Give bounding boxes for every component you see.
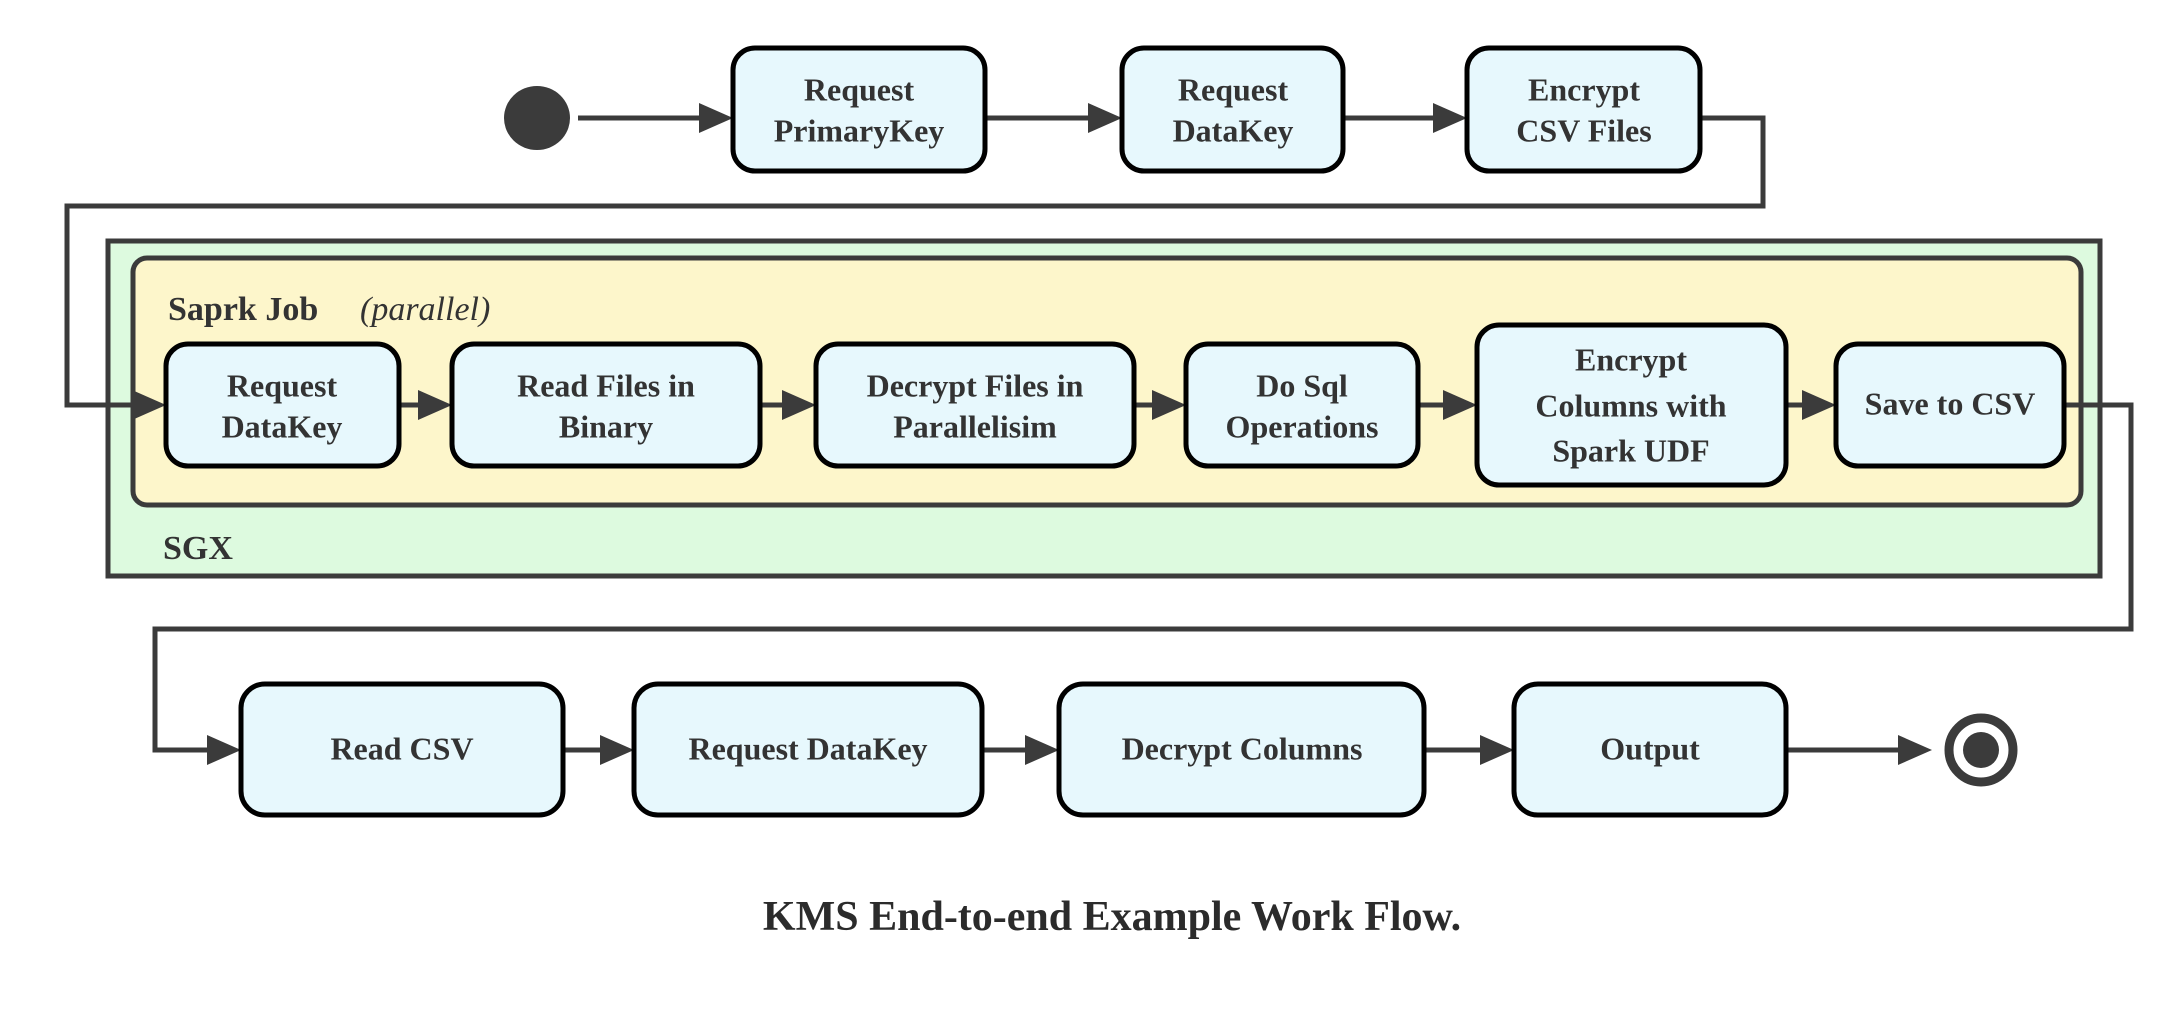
node-do-sql-operations-rect[interactable]: [1183, 341, 1421, 469]
node-read-csv-rect[interactable]: [238, 681, 566, 818]
end-node: [1944, 713, 2018, 787]
node-encrypt-columns-with-spark-udf-rect[interactable]: [1474, 322, 1789, 488]
node-request-datakey-top-line-2: DataKey: [1173, 112, 1294, 148]
node-encrypt-csv-files-line-2: CSV Files: [1516, 112, 1651, 148]
node-save-to-csv[interactable]: Save to CSV: [1833, 341, 2067, 469]
node-read-files-in-binary-line-2: Binary: [559, 408, 653, 444]
node-read-files-in-binary-rect[interactable]: [449, 341, 763, 469]
node-request-datakey-top-rect[interactable]: [1119, 45, 1346, 174]
node-read-files-in-binary-line-1: Read Files in: [517, 367, 695, 403]
arrowhead-decrypt-files-to-do-sql: [1152, 390, 1186, 420]
figure-caption: KMS End-to-end Example Work Flow.: [763, 894, 1461, 940]
node-request-datakey-bottom-rect[interactable]: [631, 681, 985, 818]
arrowhead-to-read-csv: [207, 735, 241, 765]
node-request-datakey-spark-line-2: DataKey: [222, 408, 343, 444]
arrowhead-to-spark-datakey: [132, 390, 166, 420]
node-request-datakey-spark[interactable]: Request DataKey: [163, 341, 402, 469]
node-request-primarykey-rect[interactable]: [730, 45, 988, 174]
node-decrypt-files-in-parallelisim[interactable]: Decrypt Files in Parallelisim: [813, 341, 1137, 469]
node-request-primarykey[interactable]: Request PrimaryKey: [730, 45, 988, 174]
arrowhead-read-files-to-decrypt-files: [782, 390, 816, 420]
node-read-files-in-binary[interactable]: Read Files in Binary: [449, 341, 763, 469]
arrowhead-read-csv-to-request-datakey: [600, 735, 634, 765]
edge-save-csv-to-read-csv: [152, 402, 2134, 753]
node-output-rect[interactable]: [1511, 681, 1789, 818]
node-output[interactable]: Output: [1511, 681, 1789, 818]
arrowhead-decrypt-columns-to-output: [1480, 735, 1514, 765]
node-encrypt-columns-with-spark-udf[interactable]: Encrypt Columns with Spark UDF: [1474, 322, 1789, 488]
arrowhead-request-datakey-to-decrypt-columns: [1025, 735, 1059, 765]
node-decrypt-columns[interactable]: Decrypt Columns: [1056, 681, 1427, 818]
spark-job-label-italic: (parallel): [360, 291, 490, 328]
end-node-ring: [1944, 713, 2018, 787]
node-output-line-1: Output: [1600, 730, 1700, 766]
node-decrypt-files-in-parallelisim-line-1: Decrypt Files in: [867, 367, 1084, 403]
edge-encrypt-csv-to-spark-datakey: [64, 115, 1766, 408]
node-read-csv[interactable]: Read CSV: [238, 681, 566, 818]
node-encrypt-columns-with-spark-udf-line-2: Columns with: [1535, 387, 1726, 423]
node-request-primarykey-line-1: Request: [804, 71, 915, 107]
arrowhead-do-sql-to-encrypt-columns: [1443, 390, 1477, 420]
end-node-dot: [1963, 732, 1999, 768]
node-do-sql-operations[interactable]: Do Sql Operations: [1183, 341, 1421, 469]
node-request-datakey-spark-line-1: Request: [227, 367, 338, 403]
node-request-datakey-bottom[interactable]: Request DataKey: [631, 681, 985, 818]
node-encrypt-columns-with-spark-udf-line-1: Encrypt: [1575, 341, 1687, 377]
node-decrypt-columns-rect[interactable]: [1056, 681, 1427, 818]
arrowhead-spark-datakey-to-read-files: [418, 390, 452, 420]
node-encrypt-csv-files-rect[interactable]: [1464, 45, 1703, 174]
node-request-datakey-spark-rect[interactable]: [163, 341, 402, 469]
node-save-to-csv-rect[interactable]: [1833, 341, 2067, 469]
start-node: [504, 86, 570, 150]
arrowhead-encrypt-columns-to-save-csv: [1802, 390, 1836, 420]
node-do-sql-operations-line-1: Do Sql: [1256, 367, 1348, 403]
node-decrypt-columns-line-1: Decrypt Columns: [1122, 730, 1363, 766]
arrowhead-output-to-end: [1898, 735, 1932, 765]
node-request-primarykey-line-2: PrimaryKey: [774, 112, 945, 148]
node-encrypt-columns-with-spark-udf-line-3: Spark UDF: [1552, 432, 1709, 468]
node-do-sql-operations-line-2: Operations: [1226, 408, 1379, 444]
node-decrypt-files-in-parallelisim-rect[interactable]: [813, 341, 1137, 469]
node-request-datakey-top-line-1: Request: [1178, 71, 1289, 107]
node-encrypt-csv-files[interactable]: Encrypt CSV Files: [1464, 45, 1703, 174]
node-encrypt-csv-files-line-1: Encrypt: [1528, 71, 1640, 107]
edges-group: [64, 103, 2134, 765]
node-read-csv-line-1: Read CSV: [330, 730, 473, 766]
spark-job-label-bold: Saprk Job: [168, 291, 318, 328]
node-request-datakey-bottom-line-1: Request DataKey: [688, 730, 927, 766]
node-decrypt-files-in-parallelisim-line-2: Parallelisim: [893, 408, 1057, 444]
arrowhead-start-to-request-primarykey: [699, 103, 733, 133]
node-save-to-csv-line-1: Save to CSV: [1865, 385, 2036, 421]
sgx-container-label: SGX: [163, 530, 233, 567]
arrowhead-datakey-to-encrypt-csv: [1433, 103, 1467, 133]
arrowhead-primarykey-to-datakey: [1088, 103, 1122, 133]
node-request-datakey-top[interactable]: Request DataKey: [1119, 45, 1346, 174]
